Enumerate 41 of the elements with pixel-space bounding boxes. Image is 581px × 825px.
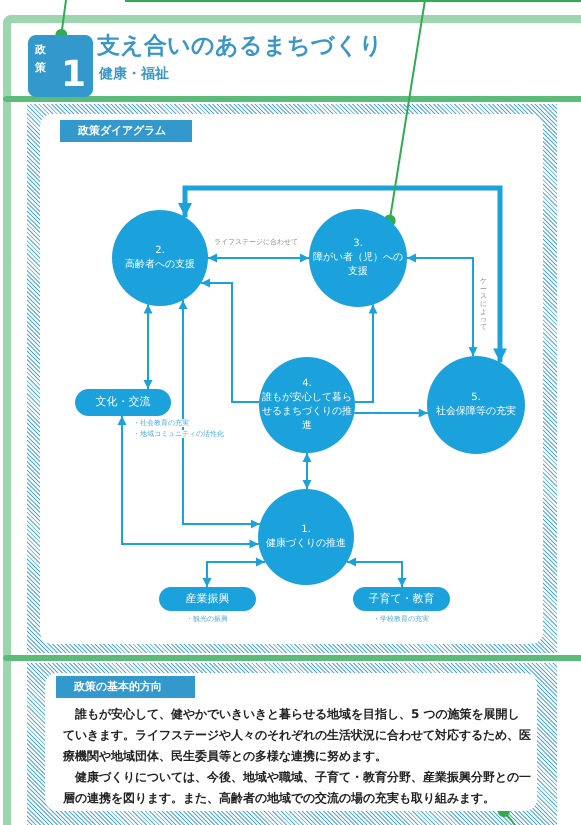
arrow <box>354 408 428 418</box>
text-panel <box>45 673 537 811</box>
node-label: 誰もが安心して暮らせるまちづくりの推進 <box>262 391 352 433</box>
node-label: 高齢者への支援 <box>125 258 195 272</box>
badge-number: 1 <box>60 53 86 97</box>
node-label: 文化・交流 <box>96 394 150 410</box>
arrow <box>178 300 260 528</box>
section-tab <box>60 120 192 142</box>
paragraph: 健康づくりについては、今後、地域や職域、子育て・教育分野、産業振興分野との一層の連携を図ります。また、高齢者の地域での交流の場の充実も取り組みます。 <box>63 769 531 807</box>
node-label: 障がい者（児）への支援 <box>313 251 403 279</box>
policy-badge <box>28 35 93 97</box>
node-number: 4. <box>302 377 312 391</box>
arrow <box>302 453 312 489</box>
pill-node <box>353 587 450 611</box>
arrow <box>354 304 378 403</box>
node-number: 2. <box>155 244 165 258</box>
pill-node <box>75 389 171 416</box>
arrow <box>144 304 152 389</box>
node-number: 3. <box>353 237 363 251</box>
node-label: 産業振興 <box>186 590 230 607</box>
node-label: 子育て・教育 <box>368 590 434 607</box>
node-label: 社会保障等の充実 <box>436 405 516 419</box>
arrow <box>201 278 260 403</box>
tab-label: 政策の基本的方向 <box>74 678 162 695</box>
tab-label: 政策ダイアグラム <box>78 122 166 139</box>
section-tab <box>56 676 195 698</box>
title: 支え合いのあるまちづくり <box>97 32 383 61</box>
subtitle: 健康・福祉 <box>99 65 169 84</box>
arrow <box>202 558 265 587</box>
arrow <box>178 186 507 362</box>
node-number: 1. <box>301 523 311 537</box>
pill-node <box>159 587 256 611</box>
arrow <box>208 254 309 262</box>
leader-line <box>384 0 426 227</box>
arrow <box>347 558 406 587</box>
node-number: 5. <box>471 391 481 405</box>
badge-label: 政策 <box>35 42 46 76</box>
paragraph: 誰もが安心して、健やかでいきいきと暮らせる地域を目指し、5 つの施策を展開していきます。ライフステージや人々のそれぞれの生活状況に合わせて対応するため、医療機関や地域団体、民生委員等との多様な連携に努めます。 <box>63 706 531 765</box>
node-label: 健康づくりの推進 <box>266 537 346 551</box>
arrow <box>118 416 258 548</box>
arrow <box>407 254 478 356</box>
